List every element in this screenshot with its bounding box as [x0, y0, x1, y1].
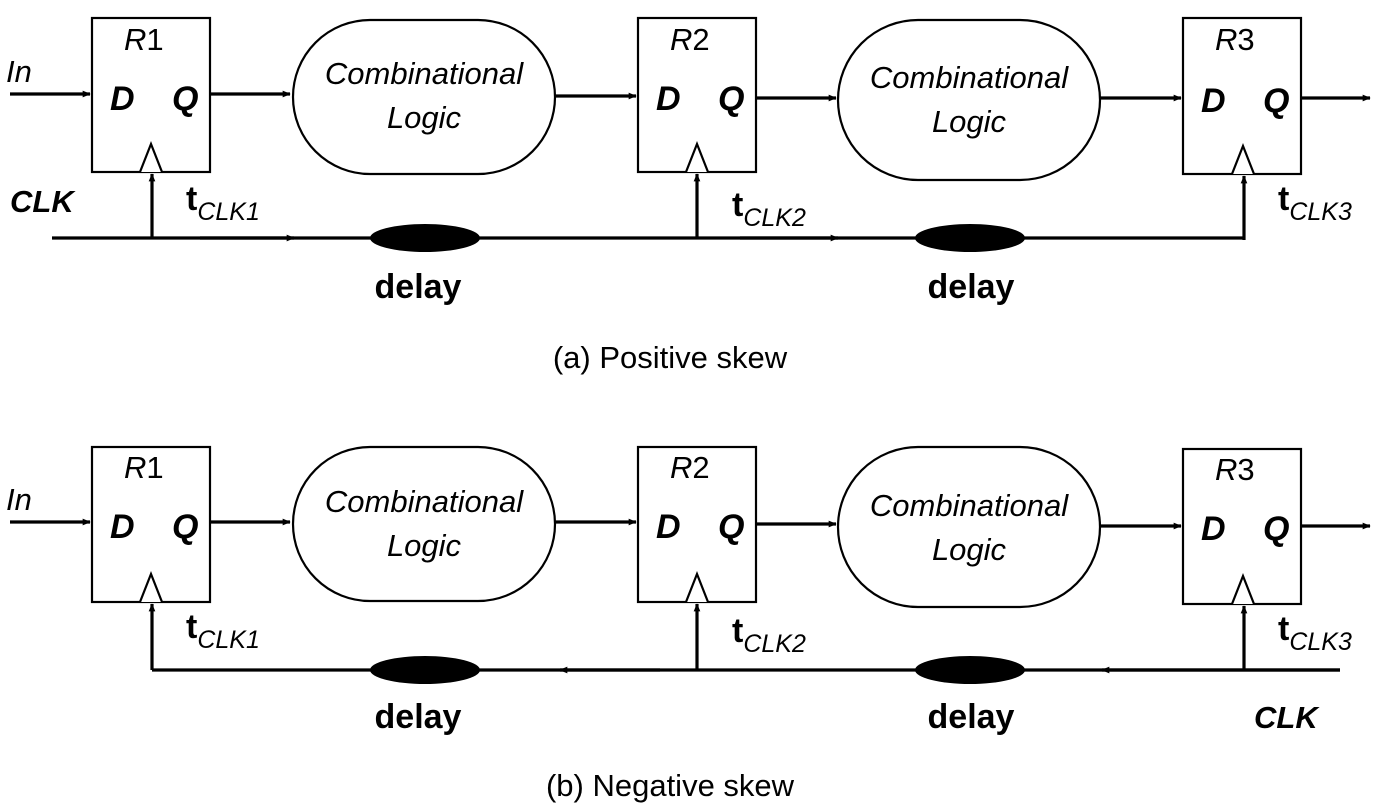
- delay-label-2: delay: [928, 268, 1015, 306]
- delay-element-b2: [915, 656, 1025, 684]
- r1-d-port: D: [110, 80, 135, 118]
- caption-a: (a) Positive skew: [553, 340, 788, 375]
- input-label: In: [6, 54, 32, 89]
- tclk1-label: tCLK1: [186, 180, 260, 226]
- register-r1-b-label: R1: [124, 450, 164, 485]
- combinational-logic-2-b: Combinational Logic: [836, 445, 1102, 609]
- r1-b-q-port: Q: [172, 508, 198, 546]
- tclk3-b-label: tCLK3: [1278, 610, 1352, 656]
- tclk1-b-label: tCLK1: [186, 608, 260, 654]
- r3-clock-triangle-icon: [1230, 142, 1256, 175]
- logic-2-line2: Logic: [932, 104, 1007, 139]
- delay-label-b1: delay: [375, 698, 462, 736]
- delay-label-b2: delay: [928, 698, 1015, 736]
- register-r2-b-label: R2: [670, 450, 710, 485]
- r1-b-d-port: D: [110, 508, 135, 546]
- register-r1: R1 D Q: [90, 16, 212, 174]
- panel-negative-skew: R1 D Q R2 D Q R3 D Q Combinational Logic…: [6, 445, 1371, 803]
- tclk2-label: tCLK2: [732, 186, 806, 232]
- register-r3-label: R3: [1215, 22, 1255, 57]
- r2-d-port: D: [656, 80, 681, 118]
- r1-q-port: Q: [172, 80, 198, 118]
- logic-1-b-line2: Logic: [387, 528, 462, 563]
- svg-text:R1: R1: [124, 22, 164, 57]
- logic-2-b-line2: Logic: [932, 532, 1007, 567]
- register-r3-b-label: R3: [1215, 452, 1255, 487]
- logic-1-line2: Logic: [387, 100, 462, 135]
- register-r2-b: R2 D Q: [636, 445, 758, 604]
- r2-b-d-port: D: [656, 508, 681, 546]
- r2-b-q-port: Q: [718, 508, 744, 546]
- tclk2-b-label: tCLK2: [732, 612, 806, 658]
- r2-clock-triangle-icon: [684, 140, 710, 173]
- register-r2: R2 D Q: [636, 16, 758, 174]
- register-r1-b: R1 D Q: [90, 445, 212, 604]
- r2-q-port: Q: [718, 80, 744, 118]
- delay-element-b1: [370, 656, 480, 684]
- r3-d-port: D: [1201, 82, 1226, 120]
- r3-b-d-port: D: [1201, 510, 1226, 548]
- logic-2-b-line1: Combinational: [870, 488, 1069, 523]
- delay-label-1: delay: [375, 268, 462, 306]
- combinational-logic-1-b: Combinational Logic: [291, 445, 557, 603]
- clock-label-b: CLK: [1254, 700, 1320, 735]
- logic-2-line1: Combinational: [870, 60, 1069, 95]
- r3-b-q-port: Q: [1263, 510, 1289, 548]
- logic-1-line1: Combinational: [325, 56, 524, 91]
- tclk3-label: tCLK3: [1278, 180, 1352, 226]
- input-label-b: In: [6, 482, 32, 517]
- delay-element-2: [915, 224, 1025, 252]
- r1-b-clock-triangle-icon: [138, 570, 164, 603]
- clock-label: CLK: [10, 184, 76, 219]
- logic-1-b-line1: Combinational: [325, 484, 524, 519]
- register-r3-b: R3 D Q: [1181, 447, 1303, 606]
- combinational-logic-2: Combinational Logic: [836, 18, 1102, 182]
- panel-positive-skew: R1 D Q R2 D Q R3 D Q Combinational Logic: [6, 16, 1371, 375]
- caption-b: (b) Negative skew: [546, 768, 795, 803]
- register-r3: R3 D Q: [1181, 16, 1303, 176]
- r3-b-clock-triangle-icon: [1230, 572, 1256, 605]
- register-r2-label: R2: [670, 22, 710, 57]
- r2-b-clock-triangle-icon: [684, 570, 710, 603]
- r1-clock-triangle-icon: [138, 140, 164, 173]
- combinational-logic-1: Combinational Logic: [291, 18, 557, 176]
- r3-q-port: Q: [1263, 82, 1289, 120]
- delay-element-1: [370, 224, 480, 252]
